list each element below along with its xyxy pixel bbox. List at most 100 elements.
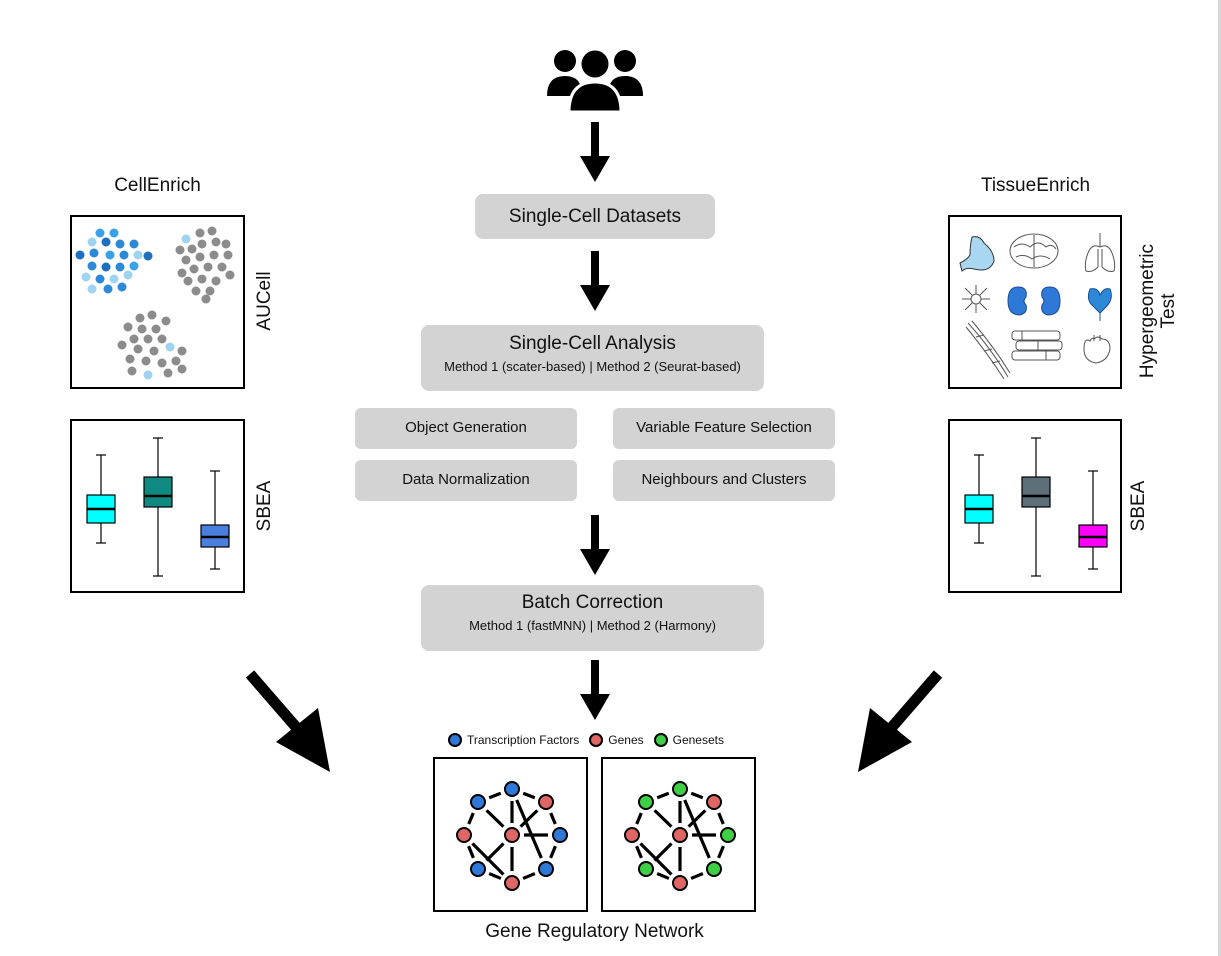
legend-tf-label: Transcription Factors xyxy=(467,733,580,747)
brain-icon xyxy=(1009,233,1059,269)
geneset-network-edge xyxy=(717,812,725,825)
geneset-network-edge xyxy=(717,845,725,859)
geneset-network-node xyxy=(638,861,654,877)
tf-network-edge xyxy=(522,872,536,880)
tf-network-edge xyxy=(549,845,557,859)
boxplot-teal xyxy=(143,437,173,577)
tf-network-edge xyxy=(515,799,543,859)
geneset-network-node xyxy=(624,827,640,843)
geneset-network-node xyxy=(672,781,688,797)
geneset-network-edge xyxy=(656,872,670,880)
boxplot-cyan xyxy=(964,454,994,544)
right-sbea-label: SBEA xyxy=(1128,480,1149,532)
tf-network-edge xyxy=(488,872,502,880)
arrow-diagonal-right-icon xyxy=(858,670,943,772)
geneset-network-edge xyxy=(656,791,670,800)
analysis-methods: Method 1 (scater-based) | Method 2 (Seur… xyxy=(444,359,741,374)
tf-network-node xyxy=(456,827,472,843)
network-panel-tf xyxy=(433,757,588,912)
geneset-network-edge xyxy=(653,842,673,862)
geneset-network-node xyxy=(672,875,688,891)
tf-network-node xyxy=(504,827,520,843)
batch-title: Batch Correction xyxy=(521,592,664,613)
boxplot-blue xyxy=(200,470,230,570)
analysis-title: Single-Cell Analysis xyxy=(509,333,676,354)
right-edge-divider xyxy=(1218,0,1221,956)
geneset-network-edge xyxy=(653,809,673,828)
tf-network-node xyxy=(504,875,520,891)
aucell-cluster-panel xyxy=(70,215,245,389)
tf-network-node xyxy=(552,827,568,843)
tissue-organs-panel xyxy=(948,215,1122,389)
hyper-label-line1: Hypergeometric xyxy=(1137,243,1158,379)
step-variable-feature-selection: Variable Feature Selection xyxy=(613,408,835,449)
hyper-label-line2: Test xyxy=(1158,293,1179,329)
gray-cell-cluster xyxy=(175,226,235,304)
step-neighbours-clusters: Neighbours and Clusters xyxy=(613,460,835,501)
network-graph-geneset xyxy=(624,781,736,891)
step-object-generation: Object Generation xyxy=(355,408,577,449)
blue-cell-cluster xyxy=(75,228,153,294)
right-sbea-boxplot-panel xyxy=(948,419,1122,593)
kidneys-icon xyxy=(1007,286,1061,316)
datasets-label: Single-Cell Datasets xyxy=(508,206,682,227)
tf-network-edge xyxy=(471,842,505,876)
geneset-network-edge xyxy=(683,799,711,859)
gene-regulatory-network-title: Gene Regulatory Network xyxy=(485,921,704,942)
tf-network-edge xyxy=(549,812,557,825)
arrow-down-icon xyxy=(580,660,610,720)
tf-network-edge xyxy=(485,809,505,828)
gray-cell-cluster xyxy=(117,310,187,380)
users-icon xyxy=(547,47,643,114)
boxplot-magenta xyxy=(1078,470,1108,570)
left-sbea-label: SBEA xyxy=(254,480,275,532)
tf-network-edge xyxy=(522,791,536,800)
bladder-icon xyxy=(1087,288,1112,321)
geneset-network-edge xyxy=(635,845,643,859)
tf-network-edge xyxy=(467,845,475,859)
tf-network-node xyxy=(538,861,554,877)
geneset-network-edge xyxy=(635,812,643,825)
tf-network-edge xyxy=(485,842,505,862)
network-panel-geneset xyxy=(601,757,756,912)
arrow-down-icon xyxy=(580,122,610,182)
arrow-down-icon xyxy=(580,515,610,575)
network-graph-tf xyxy=(456,781,568,891)
stomach-icon xyxy=(959,236,995,272)
left-sbea-boxplot-panel xyxy=(70,419,245,593)
fibers-icon xyxy=(1011,330,1063,361)
lungs-icon xyxy=(1084,233,1116,272)
tf-legend-dot xyxy=(448,733,462,747)
legend-geneset-label: Genesets xyxy=(672,733,724,747)
single-cell-analysis-box: Single-Cell Analysis Method 1 (scater-ba… xyxy=(421,325,764,391)
arrow-down-icon xyxy=(580,251,610,311)
geneset-network-edge xyxy=(690,872,704,880)
arrow-diagonal-left-icon xyxy=(245,670,330,772)
hypergeometric-test-label: Hypergeometric Test xyxy=(1137,231,1179,391)
batch-methods: Method 1 (fastMNN) | Method 2 (Harmony) xyxy=(469,618,716,633)
geneset-network-node xyxy=(706,861,722,877)
tf-network-node xyxy=(538,794,554,810)
geneset-legend-dot xyxy=(653,733,668,747)
geneset-network-node xyxy=(672,827,688,843)
tf-network-node xyxy=(504,781,520,797)
geneset-network-node xyxy=(638,794,654,810)
geneset-network-node xyxy=(706,794,722,810)
gene-legend-dot xyxy=(589,733,604,747)
heart-icon xyxy=(1083,335,1111,364)
tf-network-edge xyxy=(467,812,475,825)
cellenrich-title: CellEnrich xyxy=(114,175,201,196)
boxplot-cyan xyxy=(86,454,116,544)
geneset-network-edge xyxy=(690,791,704,800)
geneset-network-edge xyxy=(687,809,707,828)
boxplot-slate xyxy=(1021,437,1051,577)
tf-network-edge xyxy=(519,809,539,828)
aucell-label: AUCell xyxy=(254,271,275,331)
geneset-network-node xyxy=(720,827,736,843)
tf-network-node xyxy=(470,794,486,810)
network-legend: Transcription Factors Genes Genesets xyxy=(448,733,724,747)
step-data-normalization: Data Normalization xyxy=(355,460,577,501)
tf-network-edge xyxy=(488,791,502,800)
batch-correction-box: Batch Correction Method 1 (fastMNN) | Me… xyxy=(421,585,764,651)
muscle-icon xyxy=(965,320,1011,380)
